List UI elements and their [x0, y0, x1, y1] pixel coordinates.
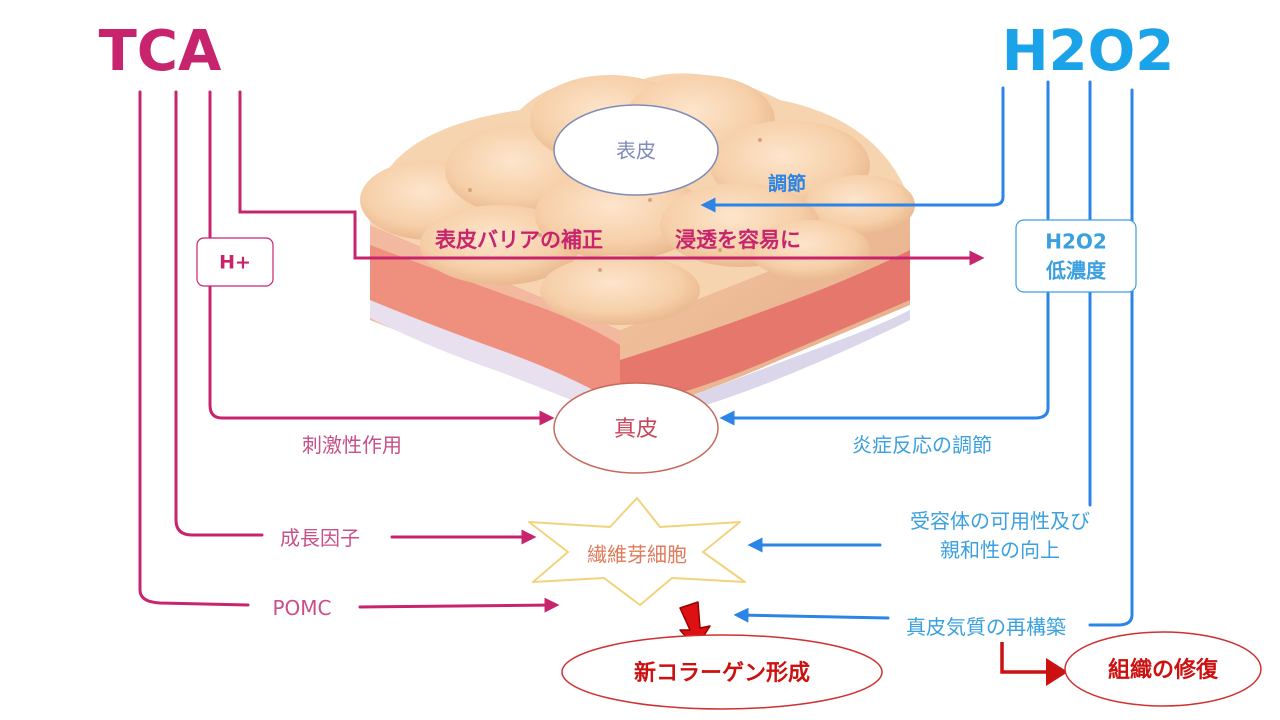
fibroblast-starburst — [528, 497, 746, 606]
growth-factor-label: 成長因子 — [280, 526, 360, 550]
irritation-label: 刺激性作用 — [302, 433, 402, 457]
epidermis-label: 表皮 — [616, 139, 656, 163]
h2o2-connectors — [700, 80, 1134, 627]
h2o2-inflammation-arrow — [719, 290, 1050, 426]
h2o2-title: H2O2 — [1002, 19, 1174, 84]
matrix-label: 真皮気質の再構築 — [906, 615, 1066, 639]
dermis-label: 真皮 — [614, 417, 658, 442]
pomc-label: POMC — [272, 596, 331, 620]
tca-barrier-arrow — [238, 90, 985, 266]
h-plus-label: H+ — [219, 252, 251, 274]
tissue-repair-label: 組織の修復 — [1108, 657, 1219, 683]
penetration-label: 浸透を容易に — [675, 228, 801, 252]
h2o2-low-concentration-box — [1015, 219, 1137, 293]
inflammation-label: 炎症反応の調節 — [852, 433, 992, 457]
h2o2-box-label-line2: 低濃度 — [1045, 259, 1107, 283]
h2o2-matrix-line — [1088, 88, 1134, 627]
tissue-repair-oval — [1064, 631, 1262, 707]
receptor-label-line1: 受容体の可用性及び — [910, 509, 1090, 533]
epidermis-oval — [553, 104, 719, 196]
tca-connectors — [138, 90, 985, 613]
h-plus-box — [196, 237, 274, 287]
h2o2-box-label-line1: H2O2 — [1045, 230, 1107, 254]
repair-red-arrowhead — [1046, 658, 1068, 686]
tca-title: TCA — [99, 19, 222, 84]
tca-pomc-line — [138, 90, 250, 607]
tca-growth-line — [174, 90, 264, 537]
receptor-label-line2: 親和性の向上 — [940, 538, 1060, 562]
tca-irritation-arrow — [208, 285, 555, 426]
tca-pomc-arrow — [358, 597, 560, 613]
regulation-label: 調節 — [768, 172, 806, 195]
h2o2-regulation-arrow — [700, 86, 1005, 213]
repair-red-connector — [1000, 642, 1050, 674]
fibroblast-label: 繊維芽細胞 — [587, 543, 687, 567]
dermis-oval — [553, 382, 719, 474]
barrier-label: 表皮バリアの補正 — [435, 228, 603, 252]
new-collagen-oval — [561, 634, 883, 710]
h2o2-matrix-arrow — [733, 607, 890, 623]
new-collagen-label: 新コラーゲン形成 — [634, 660, 810, 686]
